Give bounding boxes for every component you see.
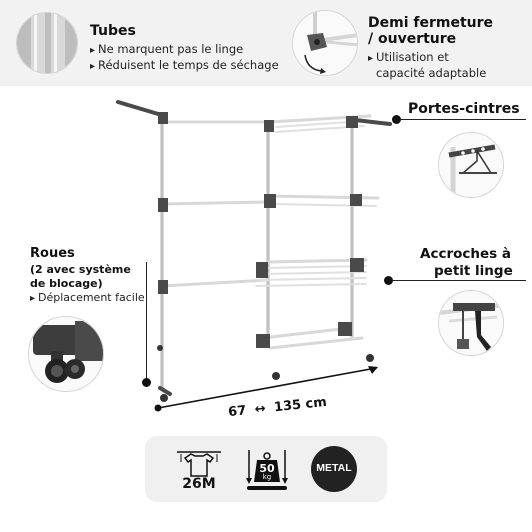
tube-closeup-graphic [17, 13, 77, 73]
callout-hangers: Portes-cintres [408, 101, 520, 117]
tubes-bullet-1: Ne marquent pas le linge [90, 42, 243, 58]
dimension-line [157, 367, 377, 409]
folding-joint-image [292, 10, 358, 76]
callout-hooks-line2: petit linge [434, 263, 513, 279]
max-load-badge: 50 kg [245, 448, 289, 492]
wheel [160, 394, 168, 402]
folding-bullet-1: Utilisation et [368, 50, 449, 66]
hooks-closeup-image [438, 290, 504, 356]
wheel-closeup-image [28, 316, 104, 392]
material-badge: METAL [311, 446, 357, 492]
folding-joint-graphic [293, 11, 357, 75]
hangers-closeup-graphic [439, 133, 503, 197]
drying-length-badge: 26M [177, 448, 221, 492]
wheel [366, 354, 374, 362]
tshirt-icon [177, 451, 221, 477]
callout-dot [142, 378, 151, 387]
callout-dot [392, 115, 401, 124]
callout-line [400, 119, 526, 120]
folding-title-line2: / ouverture [368, 31, 457, 47]
drying-length-label: 26M [182, 476, 216, 492]
tubes-title: Tubes [90, 23, 136, 39]
tubes-bullet-2: Réduisent le temps de séchage [90, 58, 279, 74]
callout-line [146, 262, 147, 380]
dimension-depth: 67 [227, 403, 248, 421]
tube-closeup-image [16, 12, 78, 74]
weight-icon [246, 450, 288, 490]
callout-wheels-title: Roues [30, 246, 75, 261]
feature-badges: 26M 50 kg METAL [145, 436, 387, 502]
wheel [272, 372, 280, 380]
callout-hooks-line1: Accroches à [420, 246, 511, 262]
material-label: METAL [316, 462, 352, 474]
drying-rack-illustration [116, 100, 392, 412]
wheel-closeup-graphic [29, 317, 103, 391]
hangers-closeup-image [438, 132, 504, 198]
callout-line [392, 280, 526, 281]
max-load-unit: kg [262, 473, 272, 481]
max-load-value: 50 [259, 462, 275, 475]
dimension-arrow-icon: ↔ [253, 401, 267, 418]
wheel [157, 345, 163, 351]
folding-title-line1: Demi fermeture [368, 15, 494, 31]
folding-bullet-continuation: capacité adaptable [376, 66, 487, 80]
wheels-bullet: Déplacement facile [30, 291, 145, 306]
hooks-closeup-graphic [439, 291, 503, 355]
callout-dot [384, 276, 393, 285]
callout-wheels-line3: de blocage) [30, 277, 103, 290]
callout-wheels-line2: (2 avec système [30, 263, 131, 276]
